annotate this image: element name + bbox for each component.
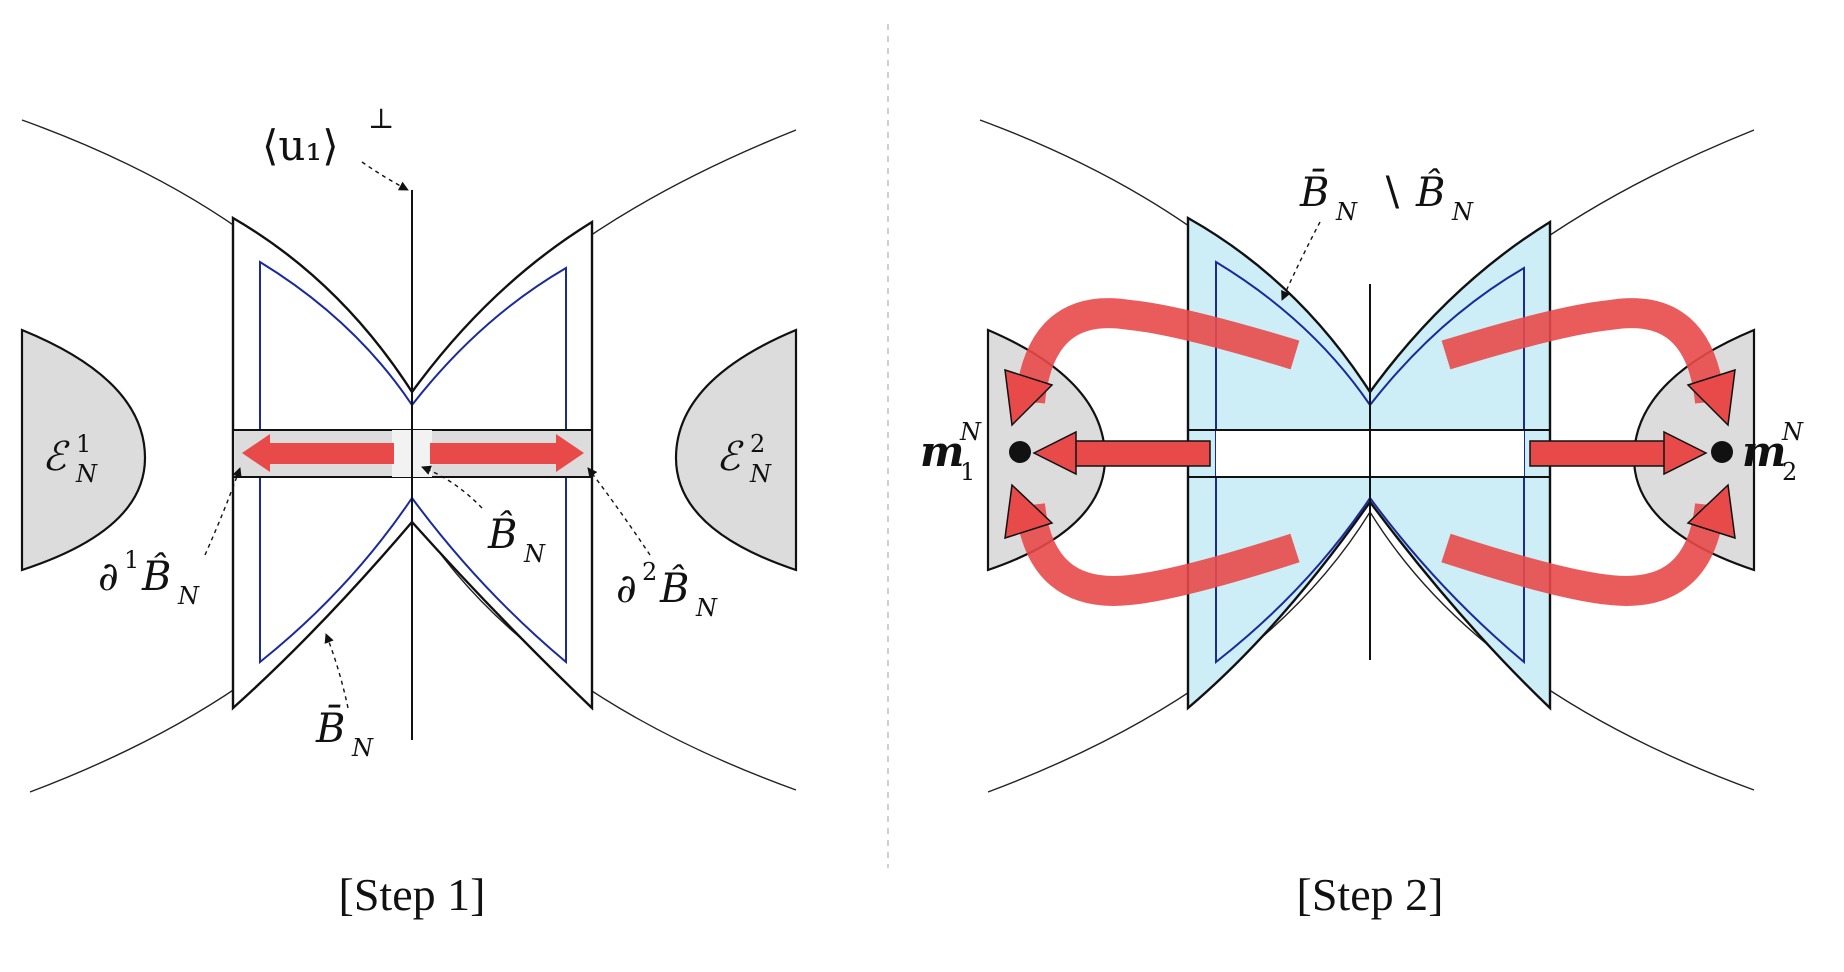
Bbar-minus-Bhat-pointer xyxy=(1281,221,1321,301)
label-E1-sup: 1 xyxy=(76,430,91,458)
label-E1: ℰ xyxy=(42,434,70,480)
label-m2: m xyxy=(1742,427,1786,476)
E1-region xyxy=(20,328,147,572)
label-m1: m xyxy=(920,427,964,476)
inner-blue-shape-2 xyxy=(1215,260,1525,665)
red-curved-arrowhead-upper-left xyxy=(1004,368,1054,427)
Bhat-pointer xyxy=(421,465,483,509)
inner-blue-shape xyxy=(259,260,567,665)
label-boundary2: ∂ xyxy=(616,566,637,612)
caption-step2: [Step 2] xyxy=(1297,869,1444,920)
minimum-m1-point xyxy=(1009,441,1031,463)
red-arrow-right xyxy=(430,434,584,472)
E2-region xyxy=(674,328,798,572)
caption-step1: [Step 1] xyxy=(339,869,486,920)
label-E1-sub: N xyxy=(75,460,98,488)
label-m2-sup: N xyxy=(1781,418,1804,446)
red-arrow-left xyxy=(242,434,394,472)
step2-panel: B̄ N ∖ B̂ N m 1 N m 2 N [Step 2] xyxy=(920,119,1804,920)
label-m1-sup: N xyxy=(959,418,982,446)
Bbar-pointer xyxy=(324,633,349,709)
label-top-left-sub: N xyxy=(1335,198,1358,226)
label-Bbar: B̄ xyxy=(315,705,345,752)
label-Bhat-sub: N xyxy=(523,540,546,568)
label-boundary2-sup: 2 xyxy=(642,558,657,586)
red-curved-arrowhead-lower-right xyxy=(1686,483,1736,540)
red-curved-arrow-lower-left xyxy=(1015,503,1300,606)
red-straight-arrow-left xyxy=(1032,430,1211,476)
label-E2: ℰ xyxy=(716,434,744,480)
label-boundary1: ∂ xyxy=(98,554,119,600)
label-Bbar-sub: N xyxy=(351,734,374,762)
red-curved-arrowhead-upper-right xyxy=(1686,368,1736,427)
label-boundary2-sub: N xyxy=(695,594,718,622)
red-straight-arrow-right xyxy=(1529,430,1708,476)
label-top-mid: ∖ xyxy=(1378,170,1403,216)
red-curved-arrowhead-lower-left xyxy=(1004,483,1054,540)
label-boundary1-sup: 1 xyxy=(124,546,139,574)
label-top-left: B̄ xyxy=(1299,169,1329,216)
red-curved-arrow-upper-left xyxy=(1015,298,1300,404)
red-curved-arrow-lower-right xyxy=(1441,503,1725,606)
boundary1-pointer xyxy=(204,467,242,556)
label-boundary2-B: B̂ xyxy=(659,566,689,612)
label-perp: ⟨u₁⟩ xyxy=(262,121,339,170)
label-boundary1-sub: N xyxy=(177,582,200,610)
label-E2-sup: 2 xyxy=(750,430,765,458)
label-boundary1-B: B̂ xyxy=(141,554,171,600)
perp-pointer xyxy=(361,161,409,191)
label-m1-sub: 1 xyxy=(960,458,975,486)
label-top-right: B̂ xyxy=(1415,170,1445,216)
minimum-m2-point xyxy=(1711,441,1733,463)
label-m2-sub: 2 xyxy=(1782,458,1797,486)
label-top-right-sub: N xyxy=(1451,198,1474,226)
red-curved-arrow-upper-right xyxy=(1441,298,1725,404)
label-E2-sub: N xyxy=(749,460,772,488)
boundary2-pointer xyxy=(587,467,651,556)
label-Bhat: B̂ xyxy=(487,512,517,558)
step1-panel: ⟨u₁⟩ ⊥ ℰ 1 N ℰ 2 N ∂ 1 B̂ N B̂ N ∂ 2 B̂ … xyxy=(20,102,798,920)
label-perp-sup: ⊥ xyxy=(368,102,394,135)
